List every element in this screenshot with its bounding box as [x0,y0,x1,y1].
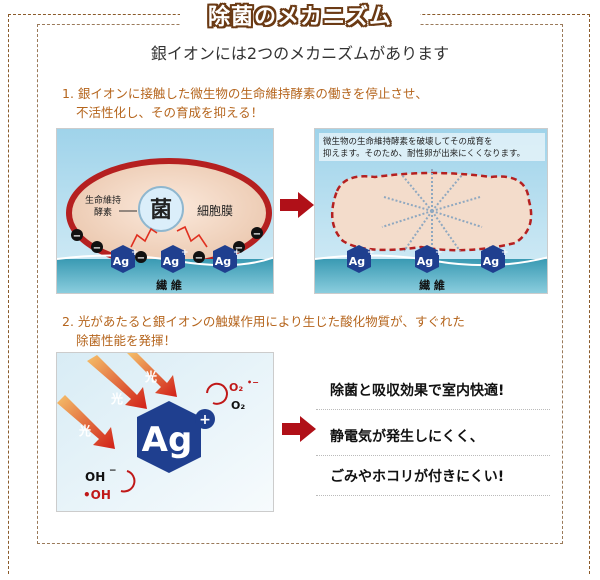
fiber-label-right: 繊 維 [419,278,445,292]
svg-text:Ag: Ag [483,255,499,268]
membrane-label: 細胞膜 [197,204,233,218]
o2-radical-label: O₂ [229,381,243,394]
svg-text:+: + [181,248,189,258]
benefit-2: 静電気が発生しにくく、 [316,418,550,456]
arrow-right-icon [282,416,316,442]
germ-cell-illustration: 菌 生命維持 酵素 細胞膜 − − − − − − Ag + Ag + A [57,129,273,293]
svg-text:−: − [109,466,117,476]
svg-text:+: + [501,248,509,258]
germ-char: 菌 [150,198,172,223]
caption-line1: 微生物の生命維持酵素を破壊してその成育を [323,136,493,147]
benefit-3: ごみやホコリが付きにくい! [316,458,550,496]
enzyme-label-2: 酵素 [94,206,112,218]
enzyme-label-1: 生命維持 [85,194,121,206]
section2-heading: 2. 光があたると銀イオンの触媒作用により生じた酸化物質が、すぐれた 除菌性能を… [62,312,465,350]
svg-text:−: − [93,243,101,254]
svg-text:−: − [195,253,203,264]
destroyed-cell-diagram: 微生物の生命維持酵素を破壊してその成育を 抑えます。そのため、耐性卵が出来にくく… [314,128,548,294]
title-banner: 除菌のメカニズム [180,2,420,36]
photocatalyst-illustration: 光 光 光 Ag + O₂ •− O₂ OH − •OH [57,353,273,511]
svg-text:+: + [435,248,443,258]
arrow-right-icon [280,192,314,218]
section1-line1: 1. 銀イオンに接触した微生物の生命維持酵素の働きを停止させ、 [62,86,428,101]
germ-cell-diagram: 菌 生命維持 酵素 細胞膜 − − − − − − Ag + Ag + A [56,128,274,294]
o2-label: O₂ [231,399,245,412]
section2-line1: 2. 光があたると銀イオンの触媒作用により生じた酸化物質が、すぐれた [62,314,465,329]
silver-ion-icon: Ag + Ag + Ag + [111,245,241,273]
svg-text:Ag: Ag [142,420,193,460]
oh-radical-label: •OH [83,488,111,502]
minus-charges [71,227,263,263]
svg-text:−: − [253,229,261,240]
destroyed-cell-illustration: 微生物の生命維持酵素を破壊してその成育を 抑えます。そのため、耐性卵が出来にくく… [315,129,547,293]
silver-ion-large-icon: Ag + [137,401,215,473]
oh-minus-label: OH [85,470,105,484]
svg-text:+: + [367,248,375,258]
light-label-1: 光 [78,423,91,438]
section1-line2: 不活性化し、その育成を抑える！ [76,105,264,120]
silver-ion-icon: Ag + Ag + Ag + [347,245,509,273]
svg-text:Ag: Ag [417,255,433,268]
svg-text:Ag: Ag [113,255,129,268]
svg-text:Ag: Ag [215,255,231,268]
light-ray-icon [57,353,177,449]
svg-text:+: + [131,248,139,258]
photocatalyst-diagram: 光 光 光 Ag + O₂ •− O₂ OH − •OH [56,352,274,512]
fiber-label-left: 繊 維 [156,278,182,292]
svg-text:•−: •− [247,378,259,387]
light-label-2: 光 [110,391,123,406]
svg-text:Ag: Ag [163,255,179,268]
svg-text:+: + [199,412,211,428]
svg-text:−: − [235,243,243,254]
svg-text:−: − [73,231,81,242]
page-title: 除菌のメカニズム [207,5,392,30]
svg-text:−: − [137,253,145,264]
page-subtitle: 銀イオンには2つのメカニズムがあります [150,44,450,63]
benefit-1: 除菌と吸収効果で室内快適! [316,372,550,410]
svg-text:Ag: Ag [349,255,365,268]
caption-line2: 抑えます。そのため、耐性卵が出来にくくなります。 [323,148,525,159]
section2-line2: 除菌性能を発揮！ [76,333,177,348]
burst-lines [381,169,483,255]
light-label-3: 光 [144,369,157,384]
section1-heading: 1. 銀イオンに接触した微生物の生命維持酵素の働きを停止させ、 不活性化し、その… [62,84,428,122]
svg-text:+: + [233,248,241,258]
